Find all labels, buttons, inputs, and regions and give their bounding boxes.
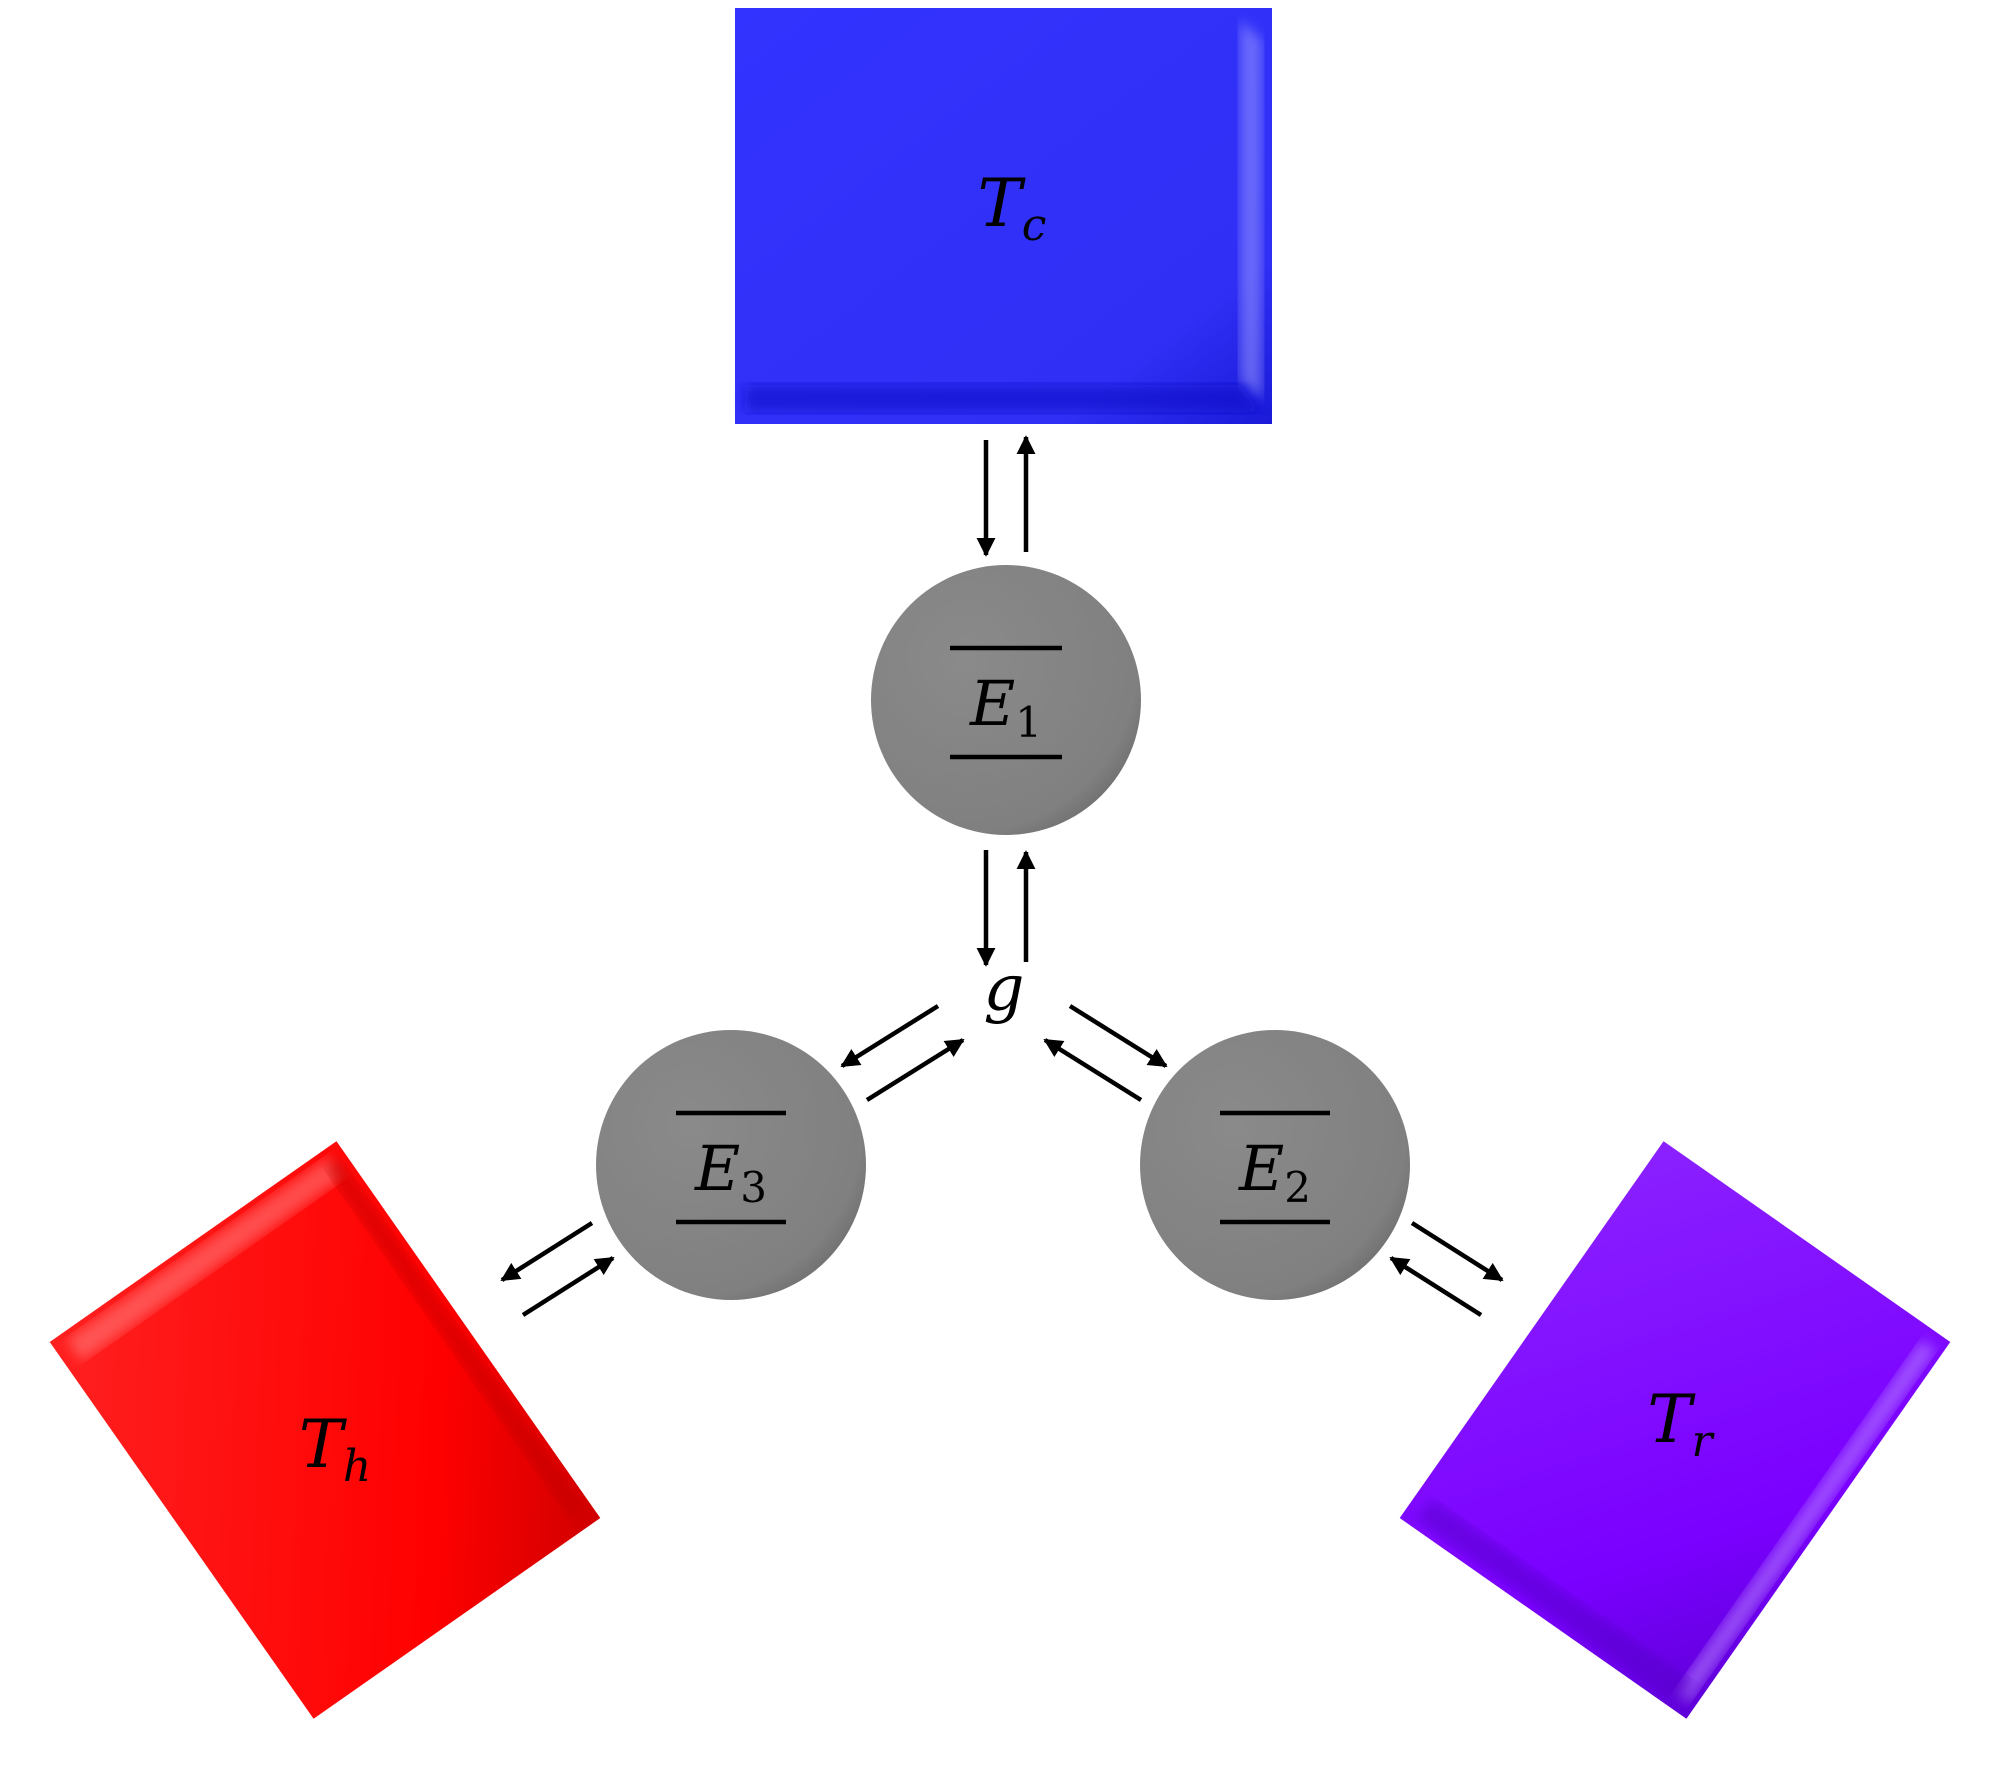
ground-state-label: g xyxy=(984,952,1025,1026)
level-e3: E3 xyxy=(596,1030,866,1300)
arrow-ground-to-e3 xyxy=(840,1004,940,1068)
arrow-e3-to-hot xyxy=(500,1221,594,1282)
level-e2-circle xyxy=(1140,1030,1410,1300)
level-e3-circle xyxy=(596,1030,866,1300)
right-reservoir xyxy=(1399,1141,1951,1719)
arrow-ground-to-e2 xyxy=(1068,1004,1168,1068)
level-e1-label: E1 xyxy=(969,667,1042,747)
arrow-right-to-e2 xyxy=(1389,1256,1483,1317)
cold-reservoir: Tc xyxy=(735,8,1272,424)
cold-reservoir-label: Tc xyxy=(978,165,1047,251)
level-e1-circle xyxy=(871,565,1141,835)
cold-reservoir-box xyxy=(735,8,1272,424)
arrow-e3-to-ground xyxy=(865,1038,965,1102)
level-e3-label: E3 xyxy=(694,1132,767,1212)
arrow-e2-to-right xyxy=(1410,1221,1504,1282)
level-e2-label: E2 xyxy=(1238,1132,1311,1212)
right-reservoir-label: Tr xyxy=(1647,1381,1715,1467)
hot-reservoir-label: Th xyxy=(299,1406,371,1492)
arrow-e2-to-ground xyxy=(1043,1038,1143,1102)
level-e2: E2 xyxy=(1140,1030,1410,1300)
arrow-hot-to-e3 xyxy=(521,1256,615,1317)
hot-reservoir xyxy=(49,1141,601,1719)
level-e1: E1 xyxy=(871,565,1141,835)
